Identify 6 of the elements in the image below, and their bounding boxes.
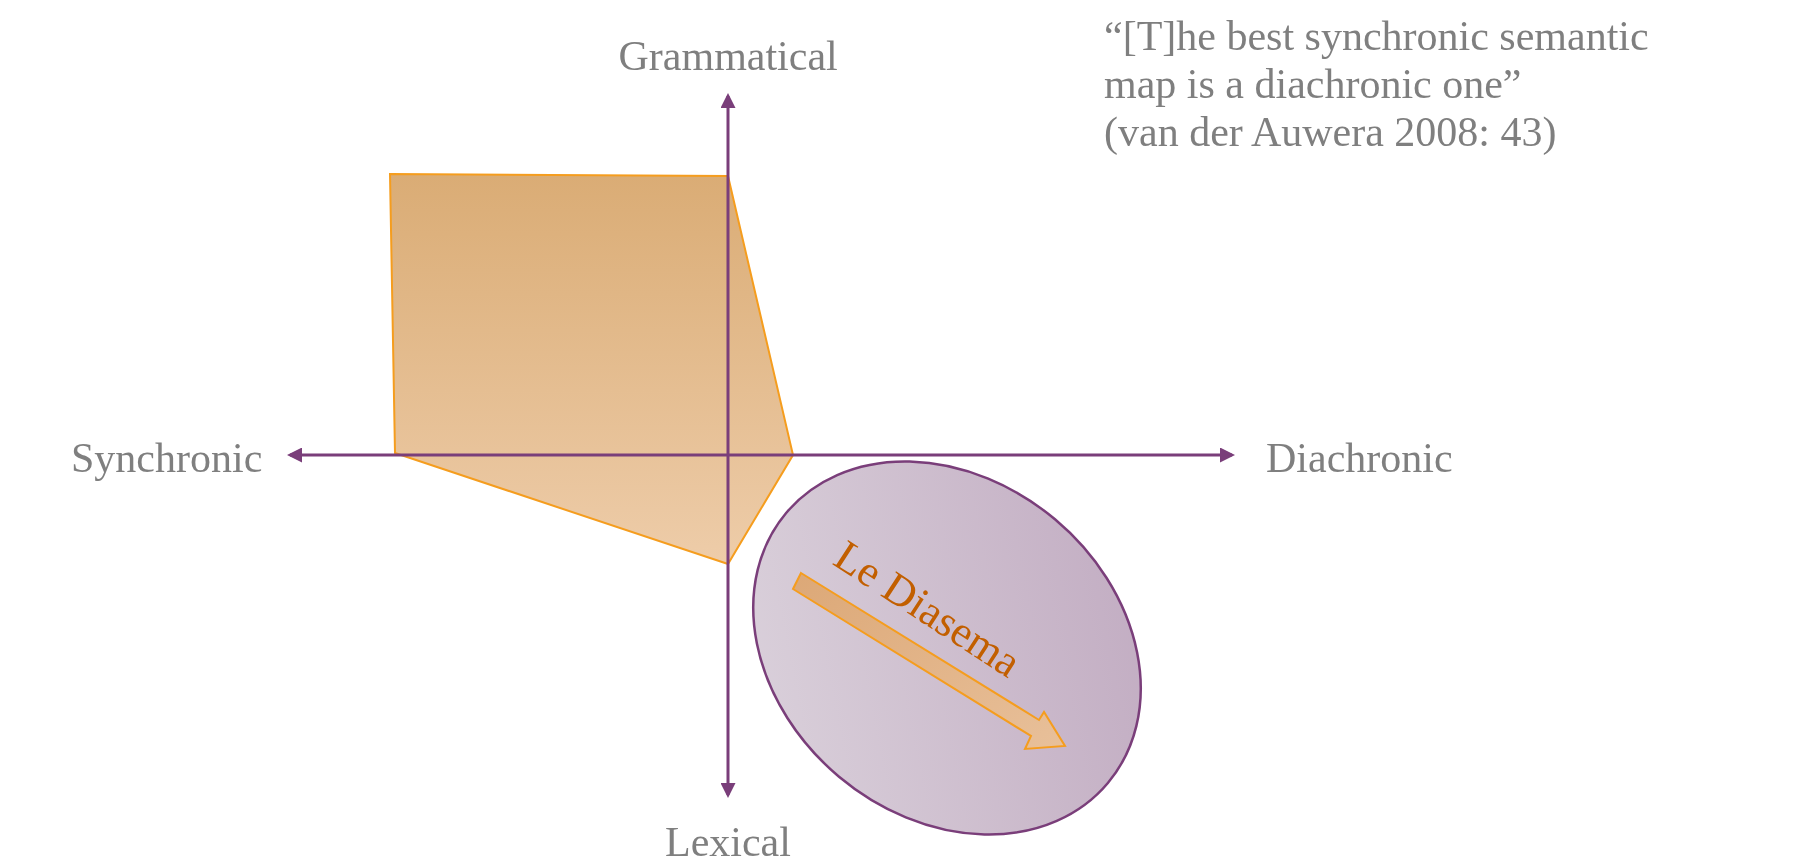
axis-label: Diachronic bbox=[1266, 434, 1453, 482]
axis-label: Grammatical bbox=[618, 32, 838, 80]
citation-text: (van der Auwera 2008: 43) bbox=[1104, 108, 1557, 156]
axis-label: Synchronic bbox=[71, 434, 263, 482]
quote-text: “[T]he best synchronic semantic map is a diachronic one” bbox=[1104, 12, 1650, 108]
axis-label: Lexical bbox=[665, 818, 791, 860]
